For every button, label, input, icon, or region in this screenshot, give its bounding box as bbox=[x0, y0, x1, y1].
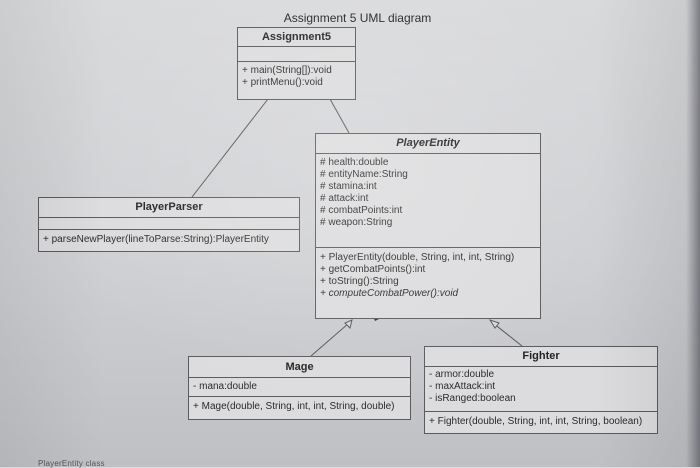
attribute-line: # health:double bbox=[320, 157, 389, 168]
monitor-edge bbox=[686, 0, 700, 467]
method-line: + computeCombatPower():void bbox=[320, 288, 459, 299]
inherit-mage-playerentity bbox=[310, 322, 350, 357]
inherit-arrow-fighter bbox=[488, 319, 500, 329]
method-line: + getCombatPoints():int bbox=[320, 264, 426, 275]
class-fighter: Fighter - armor:double - maxAttack:int -… bbox=[424, 346, 658, 434]
methods-section: + Fighter(double, String, int, int, Stri… bbox=[425, 412, 657, 430]
attributes-section bbox=[39, 218, 299, 230]
method-line: + toString():String bbox=[320, 276, 399, 287]
attributes-section: - armor:double - maxAttack:int - isRange… bbox=[425, 367, 657, 412]
class-name: Assignment5 bbox=[238, 28, 355, 47]
attribute-line: # entityName:String bbox=[320, 169, 408, 180]
attribute-line: - armor:double bbox=[429, 369, 495, 380]
assoc-assignment5-playerentity bbox=[329, 98, 350, 134]
inherit-fighter-playerentity bbox=[492, 322, 523, 347]
inherit-arrow-mage bbox=[344, 319, 353, 329]
class-mage: Mage - mana:double + Mage(double, String… bbox=[188, 356, 411, 420]
attribute-line: - isRanged:boolean bbox=[429, 393, 516, 404]
attributes-section: # health:double # entityName:String # st… bbox=[316, 154, 540, 248]
class-name: PlayerParser bbox=[39, 198, 299, 218]
class-playerentity: PlayerEntity # health:double # entityNam… bbox=[315, 133, 541, 319]
footer-text: PlayerEntity class bbox=[38, 459, 105, 468]
method-line: + PlayerEntity(double, String, int, int,… bbox=[320, 252, 515, 263]
method-line: + main(String[]):void bbox=[242, 65, 332, 76]
class-playerparser: PlayerParser + parseNewPlayer(lineToPars… bbox=[38, 197, 300, 252]
attribute-line: # combatPoints:int bbox=[320, 205, 403, 216]
methods-section: + parseNewPlayer(lineToParse:String):Pla… bbox=[39, 230, 299, 248]
attribute-line: # stamina:int bbox=[320, 181, 377, 192]
method-line: + parseNewPlayer(lineToParse:String):Pla… bbox=[43, 234, 269, 245]
assoc-assignment5-playerparser bbox=[191, 98, 269, 198]
attribute-line: - maxAttack:int bbox=[429, 381, 496, 392]
method-line: + Fighter(double, String, int, int, Stri… bbox=[429, 416, 643, 427]
class-name: PlayerEntity bbox=[316, 134, 540, 154]
attributes-section: - mana:double bbox=[189, 378, 410, 397]
class-name: Mage bbox=[189, 357, 410, 378]
attribute-line: # attack:int bbox=[320, 193, 369, 204]
methods-section: + Mage(double, String, int, int, String,… bbox=[189, 397, 410, 415]
method-line: + printMenu():void bbox=[242, 77, 323, 88]
attributes-section bbox=[238, 47, 355, 62]
class-assignment5: Assignment5 + main(String[]):void + prin… bbox=[237, 27, 356, 100]
attribute-line: # weapon:String bbox=[320, 217, 393, 228]
methods-section: + main(String[]):void + printMenu():void bbox=[238, 62, 355, 91]
diagram-title: Assignment 5 UML diagram bbox=[283, 11, 432, 25]
class-name: Fighter bbox=[425, 347, 657, 367]
attribute-line: - mana:double bbox=[193, 381, 257, 392]
method-line: + Mage(double, String, int, int, String,… bbox=[193, 401, 395, 412]
methods-section: + PlayerEntity(double, String, int, int,… bbox=[316, 248, 540, 302]
